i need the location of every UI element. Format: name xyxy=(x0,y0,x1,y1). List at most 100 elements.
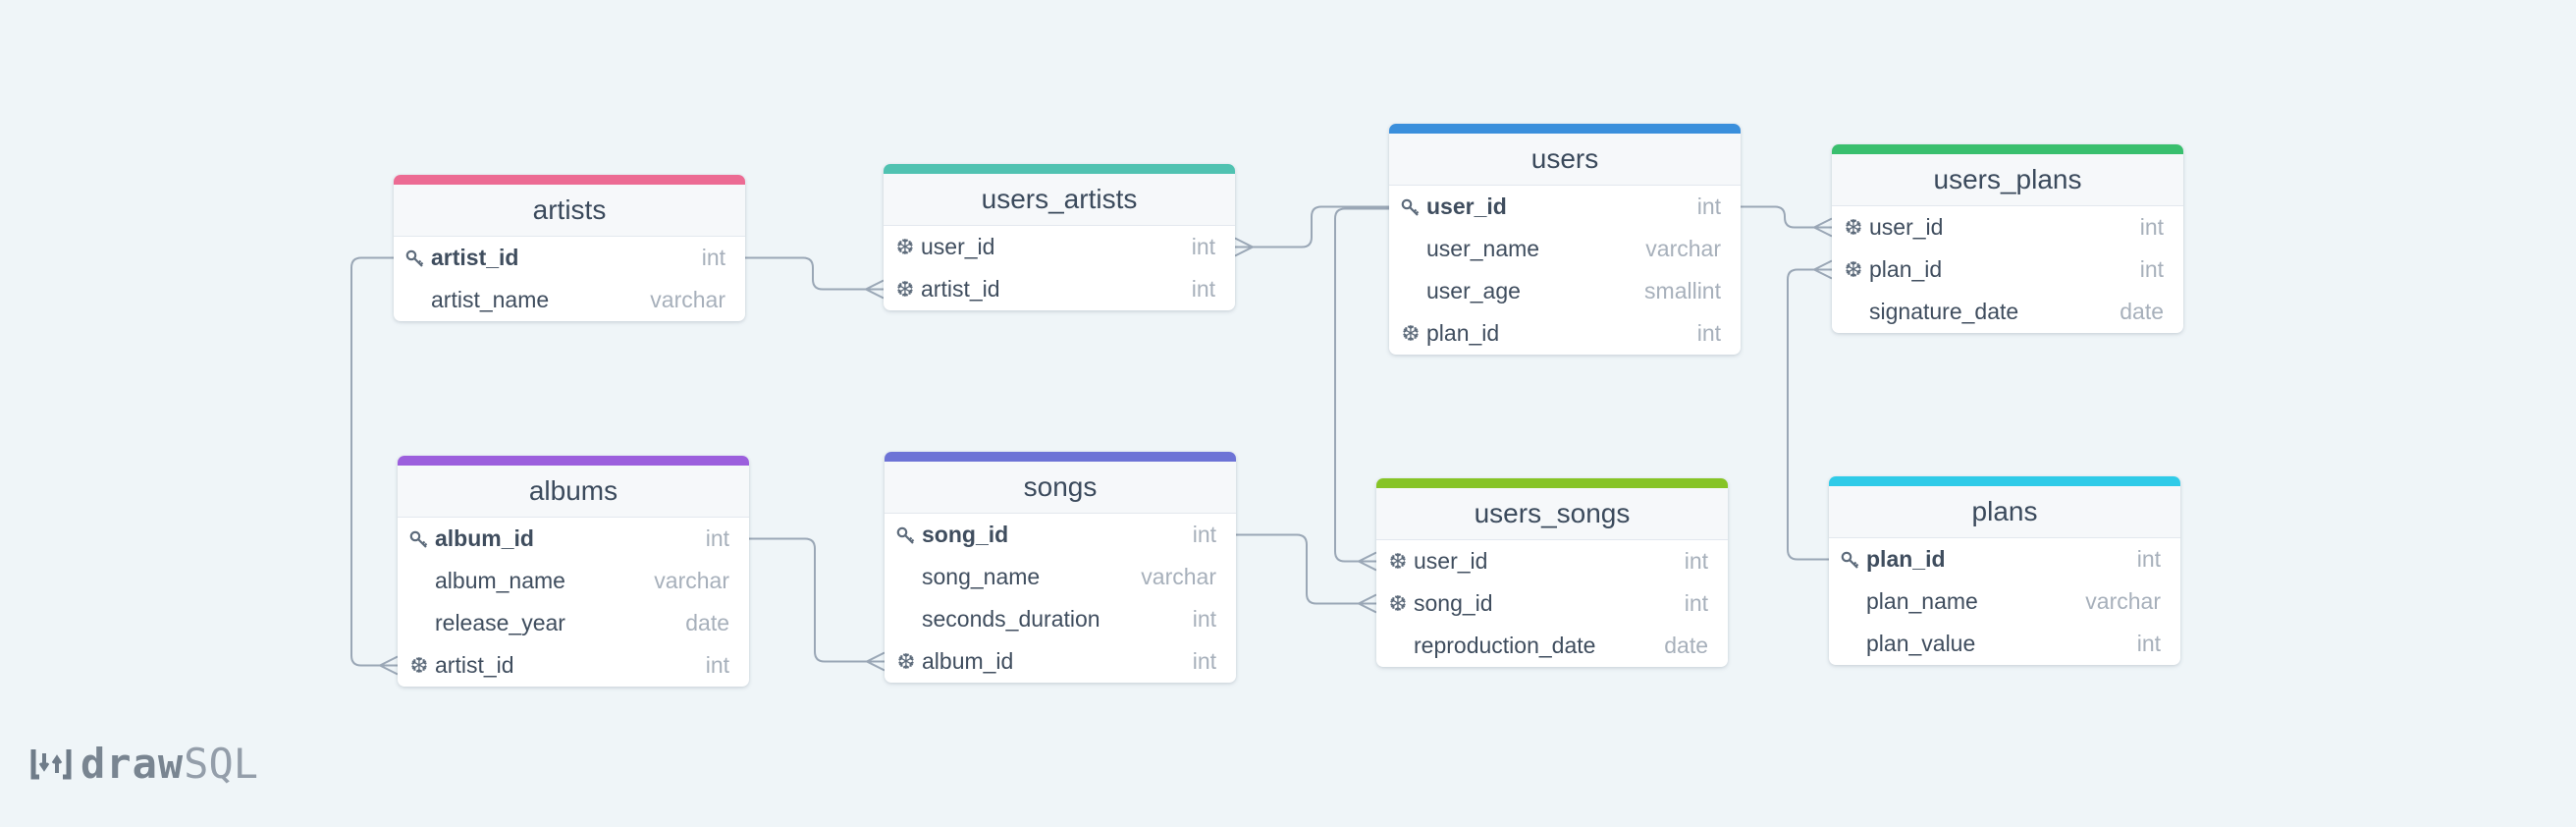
column-type: smallint xyxy=(1644,278,1721,303)
column-name: seconds_duration xyxy=(922,606,1100,632)
column-type: int xyxy=(1192,522,1216,547)
column-row-seconds-duration[interactable]: seconds_duration int xyxy=(885,598,1236,640)
column-name: artist_name xyxy=(431,287,550,312)
column-row-signature-date[interactable]: signature_date date xyxy=(1832,291,2183,333)
column-name: user_name xyxy=(1426,236,1540,261)
column-name: plan_value xyxy=(1866,631,1976,656)
column-name: song_id xyxy=(1414,590,1493,616)
key-icon xyxy=(1839,538,1862,580)
relation-users-users-plans xyxy=(1741,205,1832,229)
column-name: plan_id xyxy=(1866,546,1946,572)
relation-songs-users-songs xyxy=(1236,533,1376,605)
column-name: signature_date xyxy=(1869,299,2019,324)
crows-foot-icon xyxy=(1813,217,1833,238)
table-color-bar xyxy=(398,456,749,466)
column-name: reproduction_date xyxy=(1414,633,1596,658)
column-name: album_id xyxy=(435,525,534,551)
column-name: plan_id xyxy=(1869,256,1943,282)
column-row-artist-name[interactable]: artist_name varchar xyxy=(394,279,745,321)
column-row-album-id[interactable]: ❆album_id int xyxy=(885,640,1236,683)
column-row-plan-id[interactable]: plan_id int xyxy=(1829,538,2180,580)
column-row-song-id[interactable]: ❆song_id int xyxy=(1376,582,1728,625)
column-row-artist-id[interactable]: artist_id int xyxy=(394,237,745,279)
column-type: int xyxy=(1192,648,1216,674)
drawsql-logo-icon xyxy=(30,749,72,780)
snowflake-icon: ❆ xyxy=(895,234,915,259)
snowflake-icon: ❆ xyxy=(896,648,916,674)
column-row-artist-id[interactable]: ❆artist_id int xyxy=(884,268,1235,310)
column-type: varchar xyxy=(650,287,725,312)
column-row-plan-id[interactable]: ❆plan_id int xyxy=(1832,248,2183,291)
table-title[interactable]: users_plans xyxy=(1832,154,2183,206)
column-type: date xyxy=(2120,299,2164,324)
crows-foot-icon xyxy=(1234,237,1254,257)
column-type: int xyxy=(1192,606,1216,632)
table-title[interactable]: users_songs xyxy=(1376,488,1728,540)
crows-foot-icon xyxy=(1358,551,1377,572)
table-color-bar xyxy=(884,164,1235,174)
column-row-album-name[interactable]: album_name varchar xyxy=(398,560,749,602)
table-color-bar xyxy=(1832,144,2183,154)
column-name: user_id xyxy=(1426,193,1507,219)
column-name: song_id xyxy=(922,522,1009,547)
snowflake-icon: ❆ xyxy=(1401,320,1421,346)
column-name: plan_name xyxy=(1866,588,1978,614)
column-type: int xyxy=(2139,256,2164,282)
column-name: album_id xyxy=(922,648,1014,674)
snowflake-icon: ❆ xyxy=(895,276,915,302)
column-row-user-age[interactable]: user_age smallint xyxy=(1389,270,1741,312)
column-type: varchar xyxy=(1645,236,1721,261)
table-color-bar xyxy=(394,175,745,185)
crows-foot-icon xyxy=(379,655,399,676)
table-title[interactable]: albums xyxy=(398,466,749,518)
column-name: artist_id xyxy=(921,276,1000,302)
column-type: int xyxy=(1684,590,1708,616)
column-type: int xyxy=(701,245,725,270)
column-name: user_age xyxy=(1426,278,1521,303)
column-type: varchar xyxy=(654,568,729,593)
table-title[interactable]: artists xyxy=(394,185,745,237)
table-color-bar xyxy=(1376,478,1728,488)
table-artists[interactable]: artists artist_id int artist_name varchar xyxy=(394,175,745,321)
column-row-song-id[interactable]: song_id int xyxy=(885,514,1236,556)
key-icon xyxy=(894,514,918,556)
table-title[interactable]: users xyxy=(1389,134,1741,186)
table-title[interactable]: users_artists xyxy=(884,174,1235,226)
table-title[interactable]: plans xyxy=(1829,486,2180,538)
column-type: int xyxy=(1191,234,1215,259)
snowflake-icon: ❆ xyxy=(1844,214,1863,240)
column-type: int xyxy=(1191,276,1215,302)
snowflake-icon: ❆ xyxy=(1388,548,1408,574)
table-title[interactable]: songs xyxy=(885,462,1236,514)
snowflake-icon: ❆ xyxy=(1844,256,1863,282)
column-row-user-name[interactable]: user_name varchar xyxy=(1389,228,1741,270)
column-name: artist_id xyxy=(431,245,519,270)
column-type: int xyxy=(2136,546,2161,572)
snowflake-icon: ❆ xyxy=(1388,590,1408,616)
column-name: user_id xyxy=(1414,548,1488,574)
column-type: int xyxy=(1696,320,1721,346)
column-name: album_name xyxy=(435,568,565,593)
